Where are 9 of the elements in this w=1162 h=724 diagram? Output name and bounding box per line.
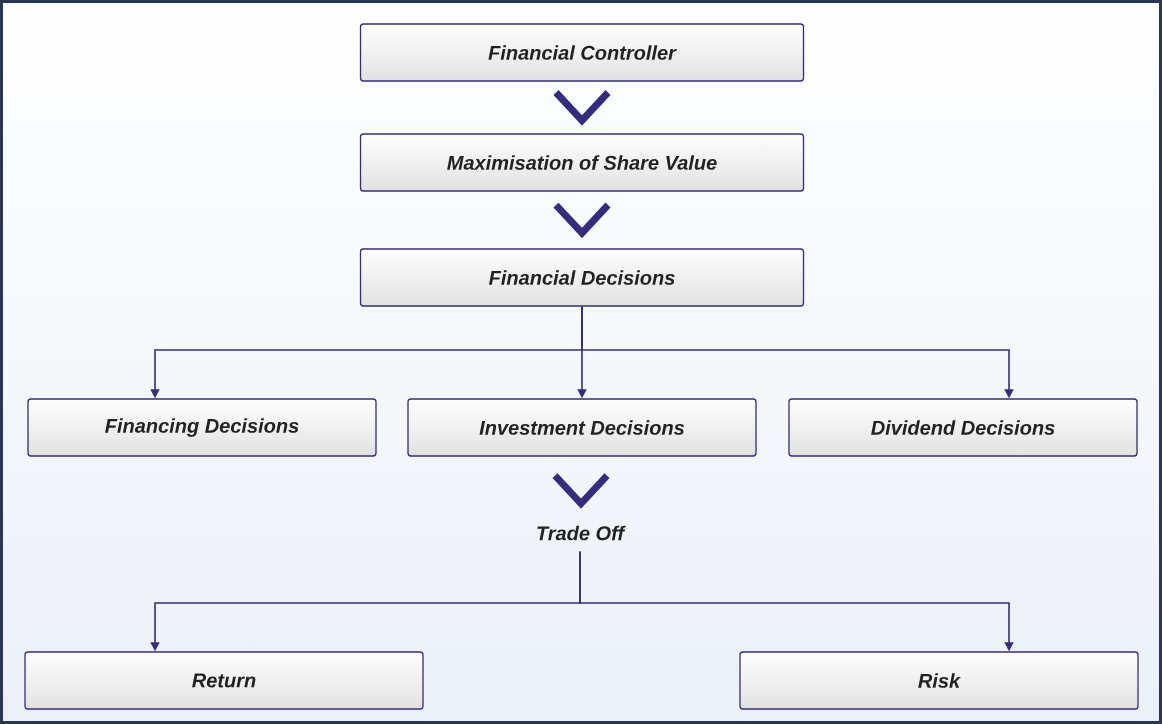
process-box: Dividend Decisions: [788, 398, 1138, 457]
process-box: Financing Decisions: [27, 398, 377, 457]
process-box: Financial Controller: [359, 23, 805, 82]
process-box: Risk: [739, 651, 1139, 710]
text-label: Trade Off: [537, 525, 626, 541]
process-box: Investment Decisions: [407, 398, 757, 457]
process-box: Maximisation of Share Value: [359, 133, 805, 192]
process-box: Return: [24, 651, 424, 710]
process-box: Financial Decisions: [359, 248, 805, 307]
